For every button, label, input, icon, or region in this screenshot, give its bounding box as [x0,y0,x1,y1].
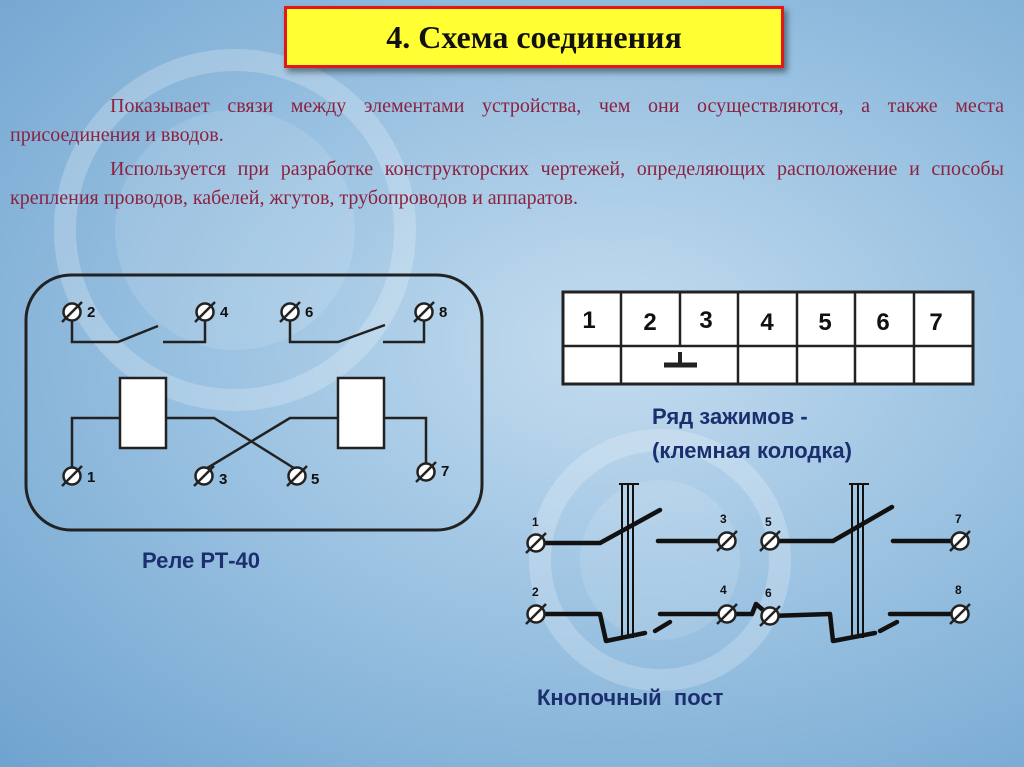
terminal-icon [412,300,436,324]
page-title: 4. Схема соединения [386,18,682,55]
terminal-icon [524,531,548,555]
relay-terminal-label: 8 [439,304,447,321]
terminal-icon [715,529,739,553]
title-box: 4. Схема соединения [284,6,784,68]
terminal-block-caption-line1: Ряд зажимов - [652,404,808,429]
relay-terminal-label: 3 [219,471,227,488]
button-station-caption: Кнопочный пост [537,685,724,710]
description-paragraph-2: Используется при разработке конструкторс… [10,155,1004,213]
terminal-block-number: 7 [929,309,942,336]
relay-terminal-label: 4 [220,304,229,321]
paragraph-2-text: Используется при разработке конструкторс… [10,158,1004,209]
terminal-block-caption-line2: (клемная колодка) [652,438,852,463]
terminal-block-number: 2 [643,309,656,336]
terminal-icon [715,602,739,626]
terminal-icon [758,529,782,553]
terminal-icon [193,300,217,324]
button-terminal-label: 1 [532,515,539,529]
terminal-icon [285,464,309,488]
terminal-icon [948,602,972,626]
button-terminal-label: 5 [765,515,772,529]
button-terminal-label: 7 [955,512,962,526]
terminal-icon [60,300,84,324]
terminal-icon [414,460,438,484]
button-terminal-label: 8 [955,583,962,597]
button-station-terminal-labels: 1 3 5 7 2 4 6 8 [532,512,962,600]
relay-terminal-label: 2 [87,304,95,321]
relay-caption: Реле РТ-40 [142,548,261,573]
description-paragraph-1: Показывает связи между элементами устрой… [10,92,1004,150]
terminal-icon [192,464,216,488]
terminal-block-number: 3 [699,307,712,334]
relay-terminal-label: 5 [311,471,319,488]
terminal-block-number: 6 [876,309,889,336]
terminal-block-number: 4 [760,309,774,336]
relay-terminal-label: 6 [305,304,313,321]
relay-terminal-label: 1 [87,469,95,486]
terminal-icon [278,300,302,324]
button-terminal-label: 6 [765,586,772,600]
terminal-block-number: 5 [818,309,831,336]
button-terminal-label: 2 [532,585,539,599]
terminal-icon [60,464,84,488]
terminal-icon [524,602,548,626]
relay-diagram [24,273,484,532]
relay-terminal-label: 7 [441,463,449,480]
paragraph-1-text: Показывает связи между элементами устрой… [10,95,1004,146]
button-station-diagram [533,483,961,644]
relay-terminal-labels: 2 4 6 8 1 3 5 7 [87,304,449,488]
terminal-block-number: 1 [582,307,595,334]
button-terminal-label: 4 [720,583,727,597]
button-terminal-label: 3 [720,512,727,526]
terminal-block: 1 2 3 4 5 6 7 [561,290,975,386]
terminal-icon [948,529,972,553]
